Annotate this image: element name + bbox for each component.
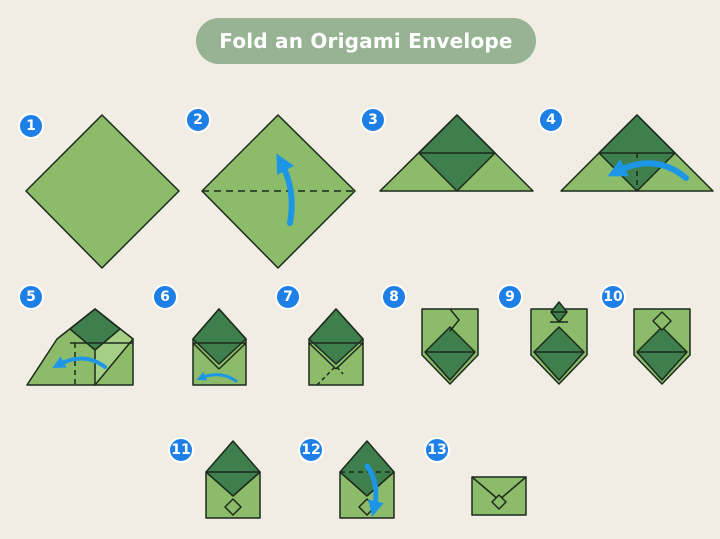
step-3-diagram [379, 114, 534, 192]
step-badge-6: 6 [152, 284, 178, 310]
step-7-diagram [308, 308, 364, 386]
step-badge-7: 7 [275, 284, 301, 310]
fold-left-arrow-icon [607, 159, 689, 181]
step-9-diagram [530, 301, 588, 385]
step-badge-11: 11 [168, 437, 194, 463]
step-badge-8: 8 [381, 284, 407, 310]
step-10-diagram [633, 308, 691, 385]
step-12-diagram [339, 440, 395, 519]
step-1-diagram [25, 114, 180, 269]
step-8-diagram [421, 308, 479, 385]
fold-down-arrow-icon [364, 463, 384, 517]
step-13-diagram [471, 476, 527, 516]
fold-up-arrow-icon [276, 153, 295, 226]
step-badge-5: 5 [18, 284, 44, 310]
step-badge-9: 9 [497, 284, 523, 310]
fold-arrow-icon [52, 356, 107, 369]
step-badge-3: 3 [360, 107, 386, 133]
page-title: Fold an Origami Envelope [196, 18, 536, 64]
step-2-diagram [201, 114, 356, 269]
step-badge-2: 2 [185, 107, 211, 133]
step-11-diagram [205, 440, 261, 519]
step-badge-12: 12 [298, 437, 324, 463]
step-4-diagram [560, 114, 714, 192]
step-6-diagram [192, 308, 247, 386]
step-5-diagram [26, 308, 134, 386]
step-badge-10: 10 [600, 284, 626, 310]
step-badge-1: 1 [18, 113, 44, 139]
step-badge-13: 13 [424, 437, 450, 463]
step-badge-4: 4 [538, 107, 564, 133]
small-fold-arrow-icon [196, 371, 238, 383]
